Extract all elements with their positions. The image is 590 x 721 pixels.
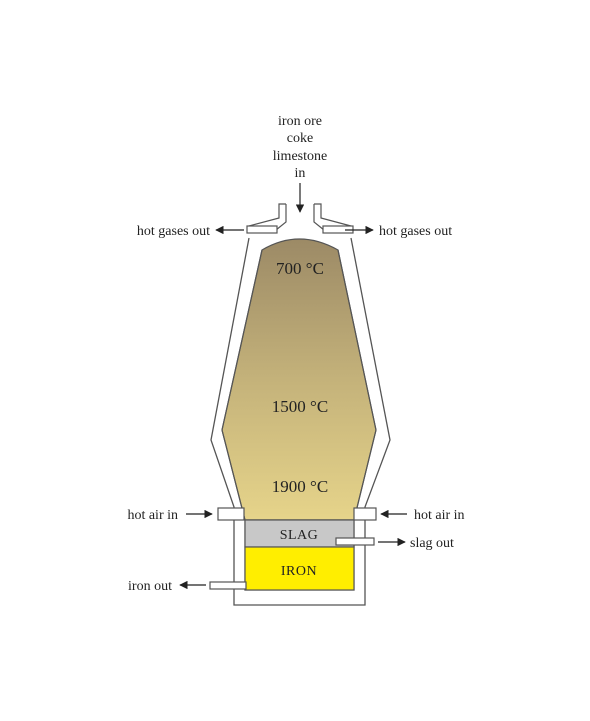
iron-label: IRON [281, 564, 317, 579]
input-label-limestone: limestone [273, 149, 327, 164]
gas-out-left-label: hot gases out [137, 224, 210, 239]
slag-out-label: slag out [410, 536, 454, 551]
iron-out-label: iron out [128, 579, 172, 594]
furnace-outer-wall [210, 237, 391, 606]
tuyere-right [353, 507, 377, 521]
slag-label: SLAG [280, 528, 319, 543]
gas-outlet-left-pipe [246, 225, 278, 234]
slag-tap [335, 537, 375, 546]
hopper-throat [275, 204, 325, 231]
input-label-coke: coke [287, 131, 313, 146]
furnace-inner-wall [221, 249, 377, 521]
gas-out-right-label: hot gases out [379, 224, 452, 239]
input-label-in: in [295, 166, 306, 181]
air-in-left-label: hot air in [127, 508, 178, 523]
iron-tap [209, 581, 247, 590]
tuyere-left [217, 507, 245, 521]
input-label-iron-ore: iron ore [278, 114, 322, 129]
temperature-top: 700 °C [276, 259, 324, 278]
iron-layer [244, 546, 355, 591]
air-in-right-label: hot air in [414, 508, 465, 523]
temperature-middle: 1500 °C [272, 397, 328, 416]
temperature-bottom: 1900 °C [272, 477, 328, 496]
